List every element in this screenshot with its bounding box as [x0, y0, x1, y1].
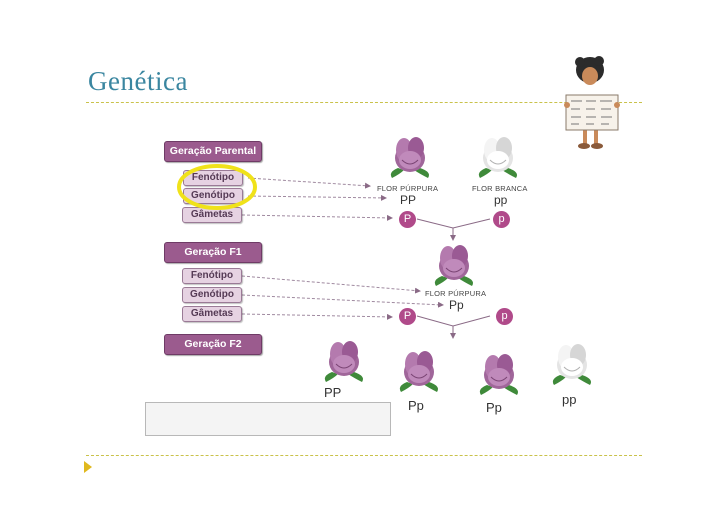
parental-generation-box: Geração Parental — [164, 141, 262, 162]
f2-genotype-3: Pp — [486, 400, 502, 415]
f2-genotype-4: pp — [562, 392, 577, 407]
parental-gamete-left: P — [399, 211, 416, 228]
f2-flower-pp-hetero-1 — [399, 350, 439, 393]
empty-text-box — [145, 402, 391, 436]
parental-white-genotype: pp — [494, 193, 508, 207]
f1-genotype: Pp — [449, 298, 464, 312]
parental-genotype-box: Genótipo — [183, 188, 243, 204]
parental-phenotype-box: Fenótipo — [183, 170, 243, 186]
f2-flower-pp-hetero-2 — [479, 353, 519, 396]
f1-purple-flower — [434, 244, 474, 287]
f2-flower-pp-recessive — [552, 343, 592, 386]
f1-genotype-box: Genótipo — [182, 287, 242, 303]
f1-phenotype-label: FLOR PÚRPURA — [425, 289, 487, 298]
f2-genotype-1: PP — [324, 385, 342, 400]
top-divider — [86, 102, 642, 103]
f2-generation-box: Geração F2 — [164, 334, 262, 355]
parental-white-label: FLOR BRANCA — [472, 184, 528, 193]
f1-generation-box: Geração F1 — [164, 242, 262, 263]
parental-purple-genotype: PP — [400, 193, 417, 207]
parental-purple-label: FLOR PÚRPURA — [377, 184, 439, 193]
f1-gamete-right: p — [496, 308, 513, 325]
parental-white-flower — [478, 136, 518, 179]
f1-gamete-left: P — [399, 308, 416, 325]
bullet-arrow-icon — [84, 461, 92, 473]
f1-gametes-box: Gâmetas — [182, 306, 242, 322]
parental-gamete-right: p — [493, 211, 510, 228]
bottom-divider — [86, 455, 642, 456]
slide-title: Genética — [88, 66, 188, 96]
f2-flower-pp-dominant — [324, 340, 364, 383]
parental-purple-flower — [390, 136, 430, 179]
f2-genotype-2: Pp — [408, 398, 424, 413]
f1-phenotype-box: Fenótipo — [182, 268, 242, 284]
